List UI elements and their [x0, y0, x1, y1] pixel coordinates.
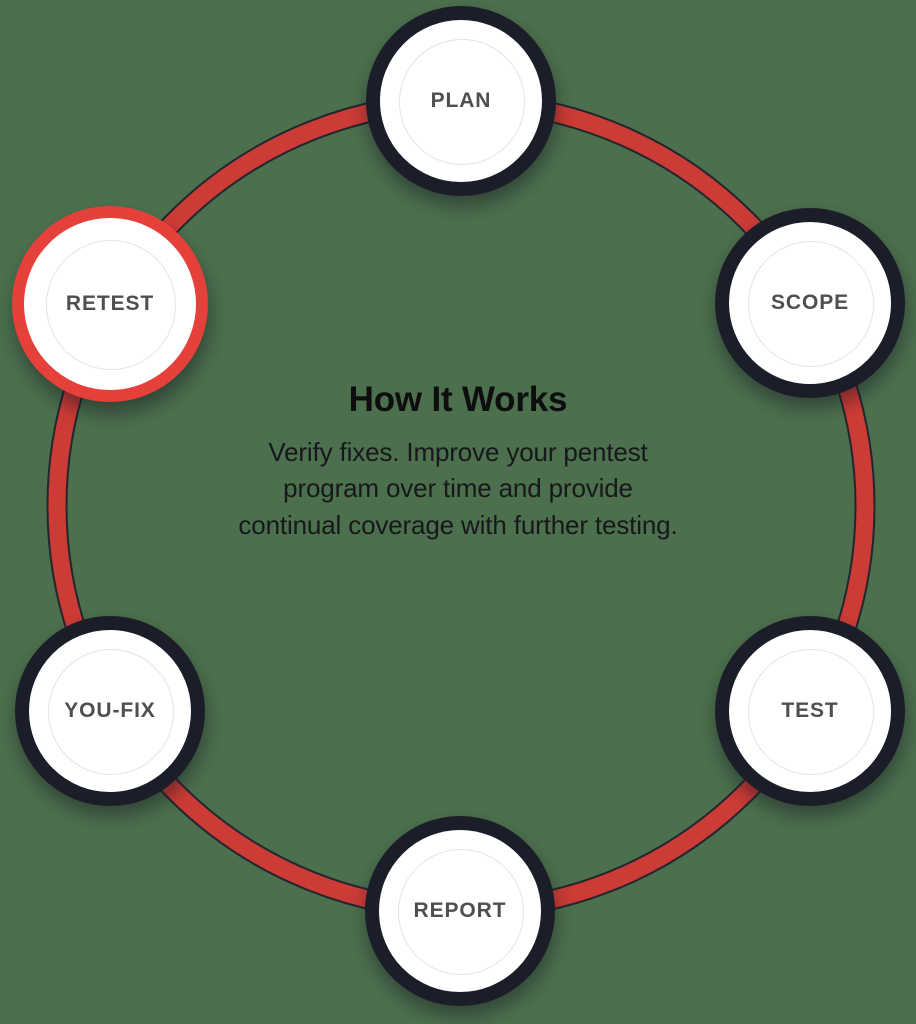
- cycle-node-scope[interactable]: SCOPE: [715, 208, 905, 398]
- cycle-node-report[interactable]: REPORT: [365, 816, 555, 1006]
- cycle-node-retest[interactable]: RETEST: [12, 206, 208, 402]
- node-label-you-fix: YOU-FIX: [64, 699, 156, 722]
- node-label-report: REPORT: [413, 899, 507, 922]
- cycle-node-you-fix[interactable]: YOU-FIX: [15, 616, 205, 806]
- node-label-test: TEST: [781, 699, 839, 722]
- node-label-plan: PLAN: [430, 89, 492, 112]
- cycle-node-test[interactable]: TEST: [715, 616, 905, 806]
- node-label-retest: RETEST: [65, 292, 155, 315]
- cycle-node-plan[interactable]: PLAN: [366, 6, 556, 196]
- node-label-scope: SCOPE: [770, 291, 850, 314]
